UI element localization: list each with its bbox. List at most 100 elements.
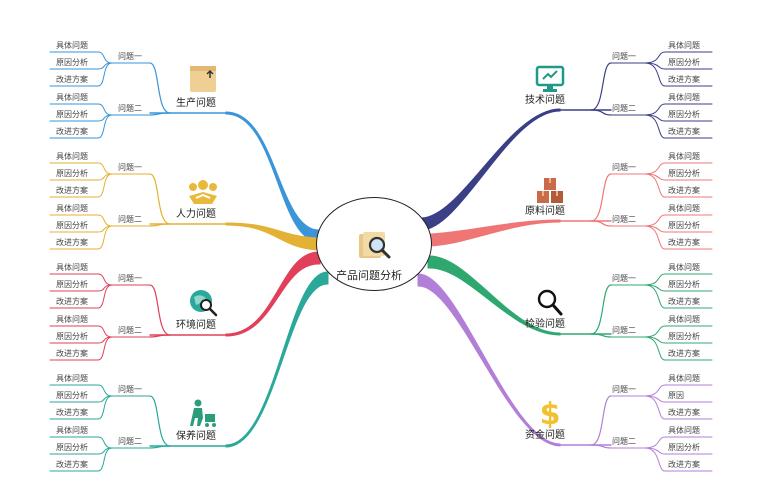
connector-line [644,225,666,250]
leaf-item[interactable]: 改进方案 [56,297,88,306]
leaf-item[interactable]: 具体问题 [668,152,700,161]
leaf-item[interactable]: 改进方案 [668,127,700,136]
leaf-item[interactable]: 具体问题 [668,374,700,383]
leaf-item[interactable]: 改进方案 [56,238,88,247]
issue-label[interactable]: 问题一 [118,163,142,172]
issue-label[interactable]: 问题二 [612,437,636,446]
connector-line [644,284,666,309]
branch-title-manpower[interactable]: 人力问题 [176,209,216,220]
connector-line [149,112,171,116]
leaf-item[interactable]: 改进方案 [668,349,700,358]
issue-label[interactable]: 问题一 [118,52,142,61]
leaf-item[interactable]: 具体问题 [56,204,88,213]
issue-label[interactable]: 问题二 [612,215,636,224]
leaf-item[interactable]: 原因分析 [56,280,88,289]
connector-line [644,395,666,420]
connector-line [590,333,612,338]
leaf-item[interactable]: 原因分析 [56,221,88,230]
branch-title-technical[interactable]: 技术问题 [525,95,565,106]
leaf-item[interactable]: 原因 [668,391,684,400]
connector-line [590,220,612,227]
leaf-item[interactable]: 改进方案 [668,408,700,417]
leaf-item[interactable]: 原因分析 [56,443,88,452]
leaf-item[interactable]: 原因分析 [56,169,88,178]
leaf-item[interactable]: 改进方案 [56,186,88,195]
leaf-item[interactable]: 具体问题 [56,315,88,324]
leaf-item[interactable]: 原因分析 [56,332,88,341]
leaf-item[interactable]: 原因分析 [668,169,700,178]
connector-line [644,173,666,198]
connector-line [97,284,113,309]
issue-label[interactable]: 问题一 [118,385,142,394]
issue-label[interactable]: 问题一 [118,274,142,283]
leaf-item[interactable]: 改进方案 [668,238,700,247]
branch-title-environment[interactable]: 环境问题 [176,320,216,331]
leaf-item[interactable]: 改进方案 [668,186,700,195]
leaf-item[interactable]: 具体问题 [668,41,700,50]
connector-line [97,325,113,338]
leaf-item[interactable]: 改进方案 [668,460,700,469]
leaf-item[interactable]: 原因分析 [668,58,700,67]
connector-line [644,214,666,227]
connector-line [644,103,666,116]
leaf-item[interactable]: 具体问题 [668,204,700,213]
issue-label[interactable]: 问题一 [612,385,636,394]
box-icon [186,64,220,94]
branch-title-production[interactable]: 生产问题 [176,98,216,109]
connector-line [644,384,666,397]
leaf-item[interactable]: 原因分析 [56,391,88,400]
connector-line [644,447,666,472]
leaf-item[interactable]: 具体问题 [56,263,88,272]
leaf-item[interactable]: 原因分析 [668,221,700,230]
issue-label[interactable]: 问题一 [612,163,636,172]
issue-label[interactable]: 问题二 [612,104,636,113]
issue-label[interactable]: 问题一 [612,274,636,283]
leaf-item[interactable]: 具体问题 [56,152,88,161]
connector-line [225,271,329,448]
leaf-item[interactable]: 改进方案 [56,75,88,84]
issue-label[interactable]: 问题二 [118,437,142,446]
leaf-item[interactable]: 改进方案 [668,75,700,84]
leaf-item[interactable]: 具体问题 [56,426,88,435]
connector-line [644,114,666,139]
leaf-item[interactable]: 原因分析 [668,332,700,341]
issue-label[interactable]: 问题二 [118,326,142,335]
team-icon [186,176,220,206]
leaf-item[interactable]: 具体问题 [56,41,88,50]
branch-title-maintenance[interactable]: 保养问题 [176,431,216,442]
leaf-item[interactable]: 改进方案 [668,297,700,306]
leaf-item[interactable]: 原因分析 [668,280,700,289]
dollar-icon: $ [533,398,567,428]
leaf-item[interactable]: 改进方案 [56,460,88,469]
center-title: 产品问题分析 [336,269,402,282]
connector-line [97,395,113,420]
leaf-item[interactable]: 改进方案 [56,127,88,136]
connector-line [97,336,113,361]
issue-label[interactable]: 问题一 [612,52,636,61]
leaf-item[interactable]: 具体问题 [56,374,88,383]
branch-title-funding[interactable]: 资金问题 [525,430,565,441]
connector-line [97,273,113,286]
issue-label[interactable]: 问题二 [612,326,636,335]
leaf-item[interactable]: 原因分析 [56,110,88,119]
leaf-item[interactable]: 改进方案 [56,349,88,358]
branch-title-inspection[interactable]: 检验问题 [525,319,565,330]
leaf-item[interactable]: 具体问题 [668,315,700,324]
leaf-item[interactable]: 具体问题 [668,263,700,272]
leaf-item[interactable]: 原因分析 [668,443,700,452]
leaf-item[interactable]: 改进方案 [56,408,88,417]
leaf-item[interactable]: 具体问题 [668,426,700,435]
leaf-item[interactable]: 原因分析 [668,110,700,119]
connector-line [644,51,666,64]
connector-line [97,103,113,116]
connector-line [97,173,113,198]
connector-line [97,384,113,397]
leaf-item[interactable]: 具体问题 [56,93,88,102]
leaf-item[interactable]: 原因分析 [56,58,88,67]
magnifier-icon [533,287,567,317]
branch-title-material[interactable]: 原料问题 [525,206,565,217]
issue-label[interactable]: 问题二 [118,104,142,113]
leaf-item[interactable]: 具体问题 [668,93,700,102]
issue-label[interactable]: 问题二 [118,215,142,224]
